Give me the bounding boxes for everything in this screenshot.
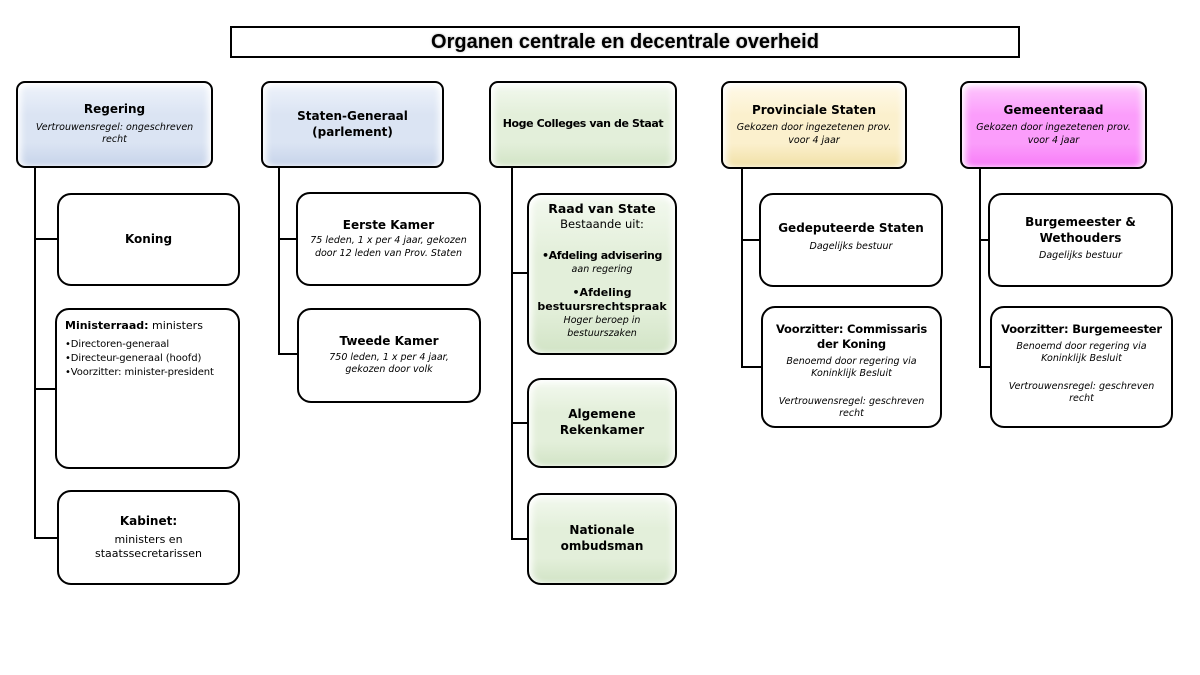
gedeputeerde-staten-box: Gedeputeerde Staten Dagelijks bestuur (759, 193, 943, 287)
koning-box: Koning (57, 193, 240, 286)
afdeling-advisering-label: •Afdeling advisering (542, 249, 662, 263)
connector-regering-trunk (34, 167, 36, 539)
kabinet-title: Kabinet: (119, 513, 178, 528)
chart-title: Organen centrale en decentrale overheid (431, 30, 819, 53)
staten-generaal-header-box: Staten-Generaal (parlement) (261, 81, 444, 168)
kabinet-box: Kabinet: ministers en staatssecretarisse… (57, 490, 240, 585)
gemeenteraad-header-subtitle: Gekozen door ingezetenen prov. voor 4 ja… (976, 122, 1131, 146)
voorzitter-burgemeester-subtitle: Benoemd door regering via Koninklijk Bes… (1016, 340, 1147, 365)
voorzitter-commissaris-note: Vertrouwensregel: geschreven recht (778, 395, 925, 419)
connector-regering-koning (34, 238, 59, 240)
connector-burgemeester-wethouders (979, 239, 990, 241)
connector-gemeenteraad-trunk (979, 168, 981, 368)
nationale-ombudsman-title: Nationale ombudsman (560, 523, 644, 553)
voorzitter-commissaris-title: Voorzitter: Commissaris der Koning (775, 322, 927, 351)
algemene-rekenkamer-title: Algemene Rekenkamer (559, 407, 645, 437)
algemene-rekenkamer-box: Algemene Rekenkamer (527, 378, 677, 468)
connector-regering-ministerraad (34, 388, 57, 390)
connector-hoge-colleges-trunk (511, 167, 513, 540)
regering-header-subtitle: Vertrouwensregel: ongeschreven recht (35, 121, 194, 146)
chart-title-box: Organen centrale en decentrale overheid (230, 26, 1020, 58)
ministerraad-lead: Ministerraad: ministers (65, 319, 203, 333)
burgemeester-wethouders-subtitle: Dagelijks bestuur (1039, 250, 1122, 262)
eerste-kamer-subtitle: 75 leden, 1 x per 4 jaar, gekozen door 1… (310, 235, 467, 259)
connector-nationale-ombudsman (511, 538, 529, 540)
tweede-kamer-box: Tweede Kamer 750 leden, 1 x per 4 jaar, … (297, 308, 481, 403)
afdeling-bestuursrechtspraak-label: •Afdeling bestuursrechtspraak (537, 285, 667, 314)
ministerraad-box: Ministerraad: ministers •Directoren-gene… (55, 308, 240, 469)
connector-regering-kabinet (34, 537, 59, 539)
ministerraad-lead-bold: Ministerraad: (65, 319, 149, 332)
voorzitter-burgemeester-title: Voorzitter: Burgemeester (1001, 322, 1162, 336)
regering-header-box: Regering Vertrouwensregel: ongeschreven … (16, 81, 213, 168)
connector-voorzitter-burgemeester (979, 366, 992, 368)
provinciale-staten-header-subtitle: Gekozen door ingezetenen prov. voor 4 ja… (736, 122, 892, 146)
provinciale-staten-header-box: Provinciale Staten Gekozen door ingezete… (721, 81, 907, 169)
afdeling-bestuursrechtspraak-note: Hoger beroep in bestuurszaken (563, 315, 641, 339)
gedeputeerde-staten-title: Gedeputeerde Staten (778, 221, 924, 235)
provinciale-staten-header-title: Provinciale Staten (751, 102, 877, 117)
nationale-ombudsman-box: Nationale ombudsman (527, 493, 677, 585)
connector-tweede-kamer (278, 353, 299, 355)
tweede-kamer-subtitle: 750 leden, 1 x per 4 jaar, gekozen door … (329, 351, 449, 376)
connector-staten-generaal-trunk (278, 167, 280, 355)
connector-gedeputeerde-staten (741, 239, 761, 241)
hoge-colleges-header-box: Hoge Colleges van de Staat (489, 81, 677, 168)
gemeenteraad-header-title: Gemeenteraad (1003, 102, 1104, 117)
ministerraad-bullet: •Voorzitter: minister-president (65, 367, 214, 379)
voorzitter-commissaris-subtitle: Benoemd door regering via Koninklijk Bes… (786, 355, 917, 380)
eerste-kamer-title: Eerste Kamer (342, 217, 435, 232)
voorzitter-commissaris-box: Voorzitter: Commissaris der Koning Benoe… (761, 306, 942, 428)
regering-header-title: Regering (83, 102, 146, 117)
ministerraad-bullet: •Directeur-generaal (hoofd) (65, 353, 202, 365)
connector-provinciale-staten-trunk (741, 168, 743, 368)
voorzitter-burgemeester-note: Vertrouwensregel: geschreven recht (1008, 380, 1155, 404)
burgemeester-wethouders-title: Burgemeester & Wethouders (1025, 215, 1136, 245)
eerste-kamer-box: Eerste Kamer 75 leden, 1 x per 4 jaar, g… (296, 192, 481, 286)
raad-van-state-box: Raad van State Bestaande uit: •Afdeling … (527, 193, 677, 355)
ministerraad-bullet: •Directoren-generaal (65, 339, 170, 351)
ministerraad-lead-rest: ministers (148, 319, 203, 332)
voorzitter-burgemeester-box: Voorzitter: Burgemeester Benoemd door re… (990, 306, 1173, 428)
gemeenteraad-header-box: Gemeenteraad Gekozen door ingezetenen pr… (960, 81, 1147, 169)
kabinet-subtitle: ministers en staatssecretarissen (95, 532, 202, 560)
koning-title: Koning (124, 231, 173, 246)
gedeputeerde-staten-subtitle: Dagelijks bestuur (809, 240, 893, 252)
connector-voorzitter-commissaris (741, 366, 763, 368)
raad-van-state-title: Raad van State (548, 201, 656, 216)
raad-van-state-subtitle: Bestaande uit: (560, 217, 644, 232)
hoge-colleges-header-title: Hoge Colleges van de Staat (502, 117, 664, 131)
connector-raad-van-state (511, 272, 529, 274)
connector-eerste-kamer (278, 238, 298, 240)
staten-generaal-header-title: Staten-Generaal (parlement) (297, 108, 408, 139)
tweede-kamer-title: Tweede Kamer (339, 334, 439, 349)
connector-algemene-rekenkamer (511, 422, 529, 424)
burgemeester-wethouders-box: Burgemeester & Wethouders Dagelijks best… (988, 193, 1173, 287)
afdeling-advisering-note: aan regering (571, 264, 633, 276)
